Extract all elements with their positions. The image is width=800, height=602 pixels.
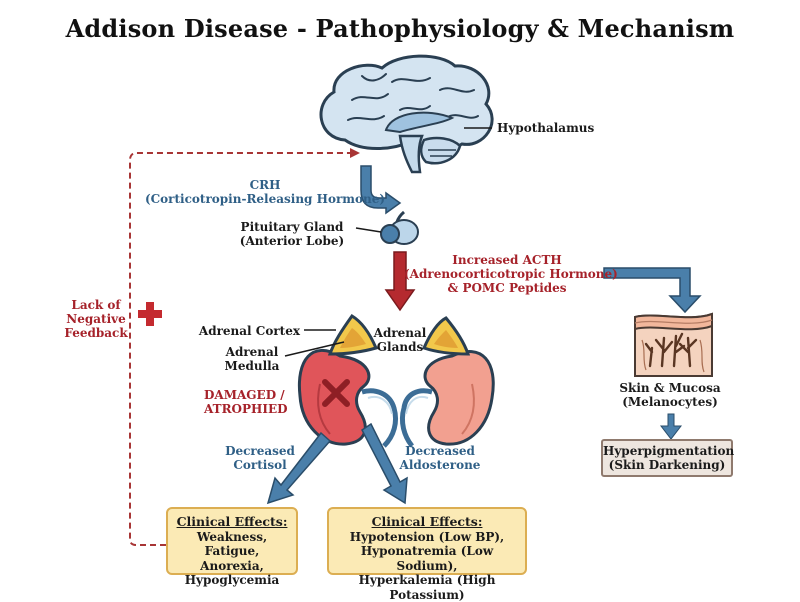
clinical-effects-aldosterone-box: Clinical Effects: Hypotension (Low BP), … [327,507,527,602]
skin-label-line1: Skin & Mucosa [619,381,721,395]
adrenal-glands-label: Adrenal Glands [370,326,430,354]
damaged-line2: ATROPHIED [204,402,288,417]
x-mark-icon [322,379,350,407]
decreased-aldosterone-line2: Aldosterone [399,458,481,473]
decreased-aldosterone-line1: Decreased [405,444,475,458]
clinical-effects-cortisol-line2: Anorexia, [200,558,264,573]
adrenal-medulla-line2: Medulla [224,359,280,374]
damaged-line1: DAMAGED / [204,388,285,402]
hyperpigmentation-box: Hyperpigmentation (Skin Darkening) [601,439,735,477]
pituitary-label-line2: (Anterior Lobe) [239,234,345,249]
skin-label-line2: (Melanocytes) [622,395,718,410]
decreased-cortisol-line2: Cortisol [233,458,287,473]
clinical-effects-cortisol-heading: Clinical Effects: [176,514,288,529]
pituitary-label: Pituitary Gland (Anterior Lobe) [227,220,357,248]
left-adrenal-gland-icon [327,314,379,356]
plus-icon [138,302,162,326]
damaged-label: DAMAGED / ATROPHIED [204,388,288,417]
lack-line1: Lack of [71,298,121,312]
hyperpigmentation-line2: (Skin Darkening) [608,458,726,473]
lack-line3: Feedback [64,326,128,341]
decreased-aldosterone-arrow [361,422,408,505]
negative-feedback-dashed-line [129,148,360,546]
clinical-effects-aldosterone-line2: Hyponatremia (Low Sodium), [360,544,494,573]
decreased-cortisol-arrow [266,431,332,505]
adrenal-glands-line2: Glands [376,340,424,355]
right-adrenal-gland-icon [421,316,471,356]
acth-to-skin-arrow [603,267,702,314]
adrenal-medulla-pointer [284,341,345,357]
acth-arrow [384,251,416,312]
skin-cross-section-icon [634,312,713,377]
skin-to-hyper-arrow [659,413,683,440]
damaged-kidney-icon [297,349,399,448]
decreased-cortisol-label: Decreased Cortisol [220,444,300,472]
crh-full: (Corticotropin-Releasing Hormone) [144,192,386,207]
clinical-effects-aldosterone-line1: Hypotension (Low BP), [349,530,505,544]
hypothalamus-label: Hypothalamus [497,121,595,135]
pituitary-label-line1: Pituitary Gland [240,220,344,234]
decreased-cortisol-line1: Decreased [225,444,295,458]
crh-abbr: CRH [249,178,281,192]
lack-line2: Negative [66,312,126,327]
adrenal-glands-line1: Adrenal [373,326,427,340]
acth-label: Increased ACTH (Adrenocorticotropic Horm… [404,253,618,296]
skin-label: Skin & Mucosa (Melanocytes) [600,381,740,409]
page-title: Addison Disease - Pathophysiology & Mech… [65,14,735,43]
acth-label-line2: (Adrenocorticotropic Hormone) [404,267,618,282]
pituitary-gland-icon [380,210,419,245]
adrenal-medulla-label: Adrenal Medulla [220,345,284,373]
acth-label-line3: & POMC Peptides [447,281,567,296]
adrenal-cortex-label: Adrenal Cortex [198,324,300,338]
hyperpigmentation-line1: Hyperpigmentation [603,444,735,458]
brain-icon [319,54,494,174]
lack-of-feedback-label: Lack of Negative Feedback [56,298,136,340]
healthy-kidney-icon [399,350,495,448]
clinical-effects-cortisol-line3: Hypoglycemia [184,573,280,588]
clinical-effects-aldosterone-heading: Clinical Effects: [371,514,483,529]
adrenal-medulla-line1: Adrenal [225,345,279,359]
decreased-aldosterone-label: Decreased Aldosterone [392,444,488,472]
clinical-effects-cortisol-box: Clinical Effects: Weakness, Fatigue, Ano… [166,507,298,587]
pituitary-pointer [355,227,382,233]
clinical-effects-aldosterone-line3: Hyperkalemia (High Potassium) [358,573,496,602]
crh-label: CRH (Corticotropin-Releasing Hormone) [140,178,390,206]
acth-label-line1: Increased ACTH [452,253,562,267]
clinical-effects-cortisol-line1: Weakness, Fatigue, [196,530,268,559]
crh-arrow [360,165,402,215]
